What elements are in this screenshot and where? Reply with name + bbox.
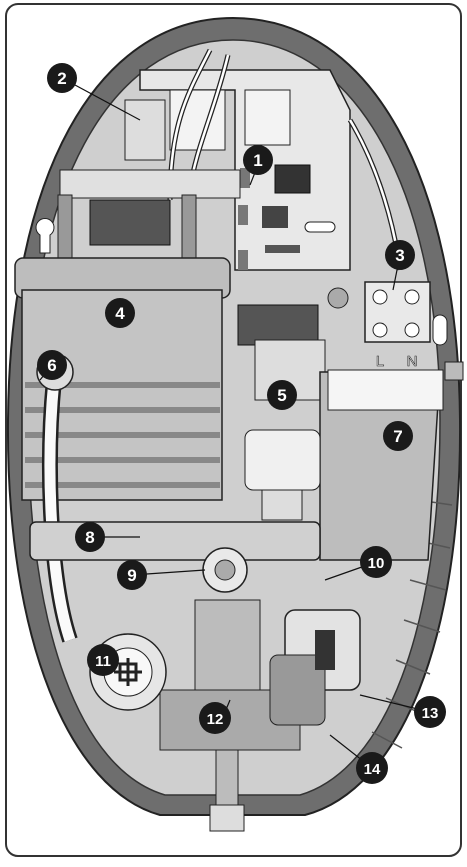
callout-number: 7 — [393, 427, 402, 446]
valve-knob-hub — [214, 559, 236, 581]
callout-number: 11 — [95, 653, 111, 670]
callout-number: 13 — [422, 705, 439, 722]
board-connector-1 — [238, 205, 248, 225]
callout-badge — [117, 560, 147, 590]
callout-badge — [360, 546, 392, 578]
callout-6: 6 — [37, 350, 67, 380]
board-component-b — [262, 206, 288, 228]
callout-badge — [267, 380, 297, 410]
callout-badge — [47, 63, 77, 93]
callout-number: 12 — [207, 711, 224, 728]
callout-4: 4 — [105, 298, 135, 328]
water-inlet-stem — [215, 749, 239, 811]
callout-12: 12 — [199, 702, 231, 734]
pump-terminal — [315, 630, 335, 670]
callout-number: 14 — [364, 761, 381, 778]
callout-badge — [414, 696, 446, 728]
callout-7: 7 — [383, 421, 413, 451]
heater-cap — [89, 199, 171, 246]
board-header — [265, 245, 300, 253]
flow-valve-body — [244, 429, 321, 491]
callout-number: 1 — [253, 151, 262, 170]
callout-badge — [105, 298, 135, 328]
callout-number: 5 — [277, 386, 286, 405]
callout-badge — [243, 145, 273, 175]
callout-badge — [37, 350, 67, 380]
callout-number: 4 — [115, 304, 125, 323]
callout-10: 10 — [360, 546, 392, 578]
support-rod-left — [57, 194, 73, 261]
terminal-screw-4 — [404, 322, 420, 338]
board-connector-3 — [240, 168, 250, 188]
keyhole-slot — [35, 218, 55, 254]
pump-motor — [269, 654, 326, 726]
board-resistor — [304, 221, 336, 233]
callout-number: 2 — [57, 69, 66, 88]
callout-9: 9 — [117, 560, 147, 590]
terminal-screw-1 — [372, 289, 388, 305]
mounting-slot — [432, 314, 448, 346]
relay-right — [244, 89, 291, 146]
terminal-screw-3 — [372, 322, 388, 338]
filter-cross-icon — [114, 658, 142, 686]
board-connector-2 — [238, 250, 248, 270]
callout-14: 14 — [356, 752, 388, 784]
bracket-plate — [124, 99, 166, 161]
contact-block — [237, 304, 319, 346]
support-rod-right — [181, 194, 197, 261]
earth-screw — [327, 287, 349, 309]
callout-badge — [385, 240, 415, 270]
callout-2: 2 — [47, 63, 77, 93]
callout-number: 8 — [85, 528, 94, 547]
callout-number: 9 — [127, 566, 136, 585]
callout-13: 13 — [414, 696, 446, 728]
flow-valve-neck — [261, 489, 303, 521]
water-inlet-thread — [209, 804, 245, 832]
callout-number: 6 — [47, 356, 56, 375]
terminal-screw-2 — [404, 289, 420, 305]
callout-badge — [383, 421, 413, 451]
board-component-a — [274, 164, 311, 194]
callout-1: 1 — [243, 145, 273, 175]
callout-8: 8 — [75, 522, 105, 552]
callout-number: 10 — [368, 555, 385, 572]
callout-badge — [199, 702, 231, 734]
terminal-label-live: L — [376, 353, 384, 370]
callout-number: 3 — [395, 246, 404, 265]
terminal-label-neutral: N — [407, 353, 418, 370]
solenoid-valve — [194, 599, 261, 701]
callout-11: 11 — [87, 644, 119, 676]
outlet-pipe — [29, 521, 321, 561]
cylinder-cap — [327, 369, 444, 411]
callout-badge — [87, 644, 119, 676]
callout-badge — [356, 752, 388, 784]
callout-3: 3 — [385, 240, 415, 270]
right-edge-bracket — [444, 361, 464, 381]
left-hose-inner — [44, 369, 76, 642]
heater-top-bracket — [59, 169, 241, 199]
callout-badge — [75, 522, 105, 552]
callout-5: 5 — [267, 380, 297, 410]
